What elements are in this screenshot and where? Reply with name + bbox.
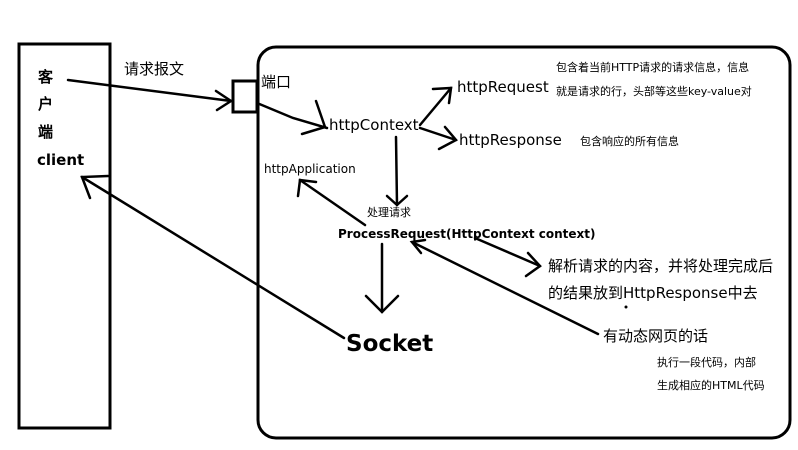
request-message-label: 请求报文 [124,60,185,78]
arrow-process-to-socket [364,242,400,314]
httpresponse-label: httpResponse [459,131,562,149]
httpcontext-label: httpContext [329,116,419,134]
execute-line1: 执行一段代码，内部 [657,356,756,369]
arrow-port-to-httpcontext [255,99,329,136]
httpresponse-desc: 包含响应的所有信息 [580,135,679,148]
arrow-client-to-port [66,78,234,112]
execute-line2: 生成相应的HTML代码 [657,379,765,392]
arrow-socket-to-client [80,174,346,340]
port-box [231,79,259,114]
client-box [17,42,112,430]
arrow-process-to-parse [473,236,542,278]
process-request-label: ProcessRequest(HttpContext context) [338,227,596,241]
arrow-dynamic-to-process [409,238,600,336]
socket-label: Socket [346,331,434,357]
arrow-httpcontext-to-httpresponse [418,125,458,151]
client-label: client [37,151,85,169]
port-label: 端口 [261,73,292,91]
parse-line1: 解析请求的内容，并将处理完成后 [548,257,774,275]
dynamic-page-label: 有动态网页的话 [603,327,709,345]
arrow-httpcontext-to-httprequest [418,86,453,127]
client-char-2: 户 [38,95,54,113]
httprequest-desc-line2: 就是请求的行，头部等这些key-value对 [556,85,752,98]
httpapplication-label: httpApplication [264,162,356,176]
parse-line2: 的结果放到HttpResponse中去 [548,284,758,302]
arrow-process-to-httpapplication [296,178,367,227]
server-box [256,45,792,440]
process-caption: 处理请求 [367,206,411,219]
dot-mark [624,305,628,309]
client-char-1: 客 [38,68,54,86]
httprequest-label: httpRequest [457,78,549,96]
httprequest-desc-line1: 包含着当前HTTP请求的请求信息，信息 [556,61,750,74]
client-char-3: 端 [38,123,54,141]
arrow-httpcontext-to-process [385,135,409,207]
